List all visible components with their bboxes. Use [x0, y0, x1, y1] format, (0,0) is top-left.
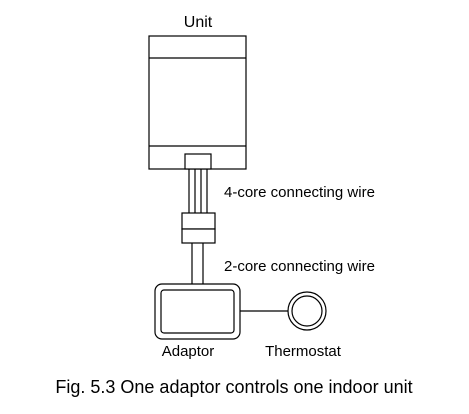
- indoor-unit-body: [148, 35, 247, 170]
- figure-caption: Fig. 5.3 One adaptor controls one indoor…: [55, 377, 412, 397]
- indoor-unit: [148, 35, 247, 170]
- two-core-wire: [191, 243, 204, 284]
- thermostat-label: Thermostat: [265, 343, 342, 360]
- inline-connector-bottom: [181, 228, 216, 244]
- thermostat: [287, 291, 327, 331]
- adaptor-inner: [160, 289, 235, 334]
- thermostat-inner: [291, 295, 323, 327]
- inline-connector-top: [181, 212, 216, 230]
- adaptor: [154, 283, 241, 340]
- unit-connector: [184, 153, 212, 170]
- adaptor-label: Adaptor: [162, 343, 215, 360]
- inline-connector: [181, 212, 216, 244]
- unit-label: Unit: [184, 14, 213, 31]
- four-core-wire-label: 4-core connecting wire: [224, 184, 375, 201]
- four-core-wire: [188, 169, 208, 213]
- two-core-wire-label: 2-core connecting wire: [224, 258, 375, 275]
